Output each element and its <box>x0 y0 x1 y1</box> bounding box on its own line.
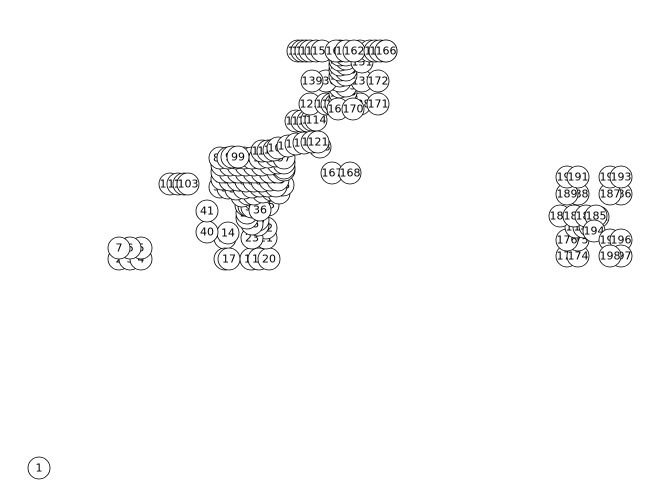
graph-node: 99 <box>226 145 250 169</box>
graph-node: 121 <box>306 130 330 154</box>
node-label: 41 <box>200 205 214 218</box>
graph-node: 174 <box>566 244 590 268</box>
graph-node: 168 <box>338 161 362 185</box>
graph-node: 162 <box>342 39 366 63</box>
node-circle <box>566 165 590 189</box>
node-label: 174 <box>568 250 589 263</box>
node-label: 14 <box>221 227 235 240</box>
node-label: 7 <box>116 242 123 255</box>
graph-node: 196 <box>609 228 633 252</box>
node-label: 20 <box>262 253 276 266</box>
node-label: 189 <box>557 188 578 201</box>
node-label: 170 <box>343 103 364 116</box>
node-label: 196 <box>611 234 632 247</box>
node-label: 194 <box>584 225 605 238</box>
node-circle <box>27 456 51 480</box>
node-label: 166 <box>376 45 397 58</box>
graph-node: 7 <box>107 236 131 260</box>
node-circle <box>107 236 131 260</box>
node-label: 139 <box>302 75 323 88</box>
node-label: 168 <box>340 167 361 180</box>
node-label: 198 <box>600 250 621 263</box>
graph-node: 171 <box>366 92 390 116</box>
graph-node: 17 <box>217 247 241 271</box>
node-circle <box>338 161 362 185</box>
node-label: 114 <box>306 114 327 127</box>
node-label: 187 <box>600 188 621 201</box>
node-label: 172 <box>368 75 389 88</box>
node-label: 99 <box>231 151 245 164</box>
graph-node: 20 <box>257 247 281 271</box>
node-label: 193 <box>611 171 632 184</box>
graph-node: 172 <box>366 69 390 93</box>
graph-node: 170 <box>341 97 365 121</box>
node-circle <box>176 172 200 196</box>
graph-node: 193 <box>609 165 633 189</box>
graph-node: 167 <box>320 161 344 185</box>
graph-node: 14 <box>216 221 240 245</box>
graph-node: 198 <box>598 244 622 268</box>
node-label: 17 <box>222 253 236 266</box>
node-label: 36 <box>253 204 267 217</box>
node-label: 167 <box>322 167 343 180</box>
node-circle <box>374 39 398 63</box>
graph-node: 103 <box>176 172 200 196</box>
graph-node: 1 <box>27 456 51 480</box>
node-label: 103 <box>178 178 199 191</box>
graph-node: 166 <box>374 39 398 63</box>
node-label: 121 <box>308 136 329 149</box>
node-circle <box>306 130 330 154</box>
node-label: 185 <box>586 210 607 223</box>
node-circle <box>609 165 633 189</box>
graph-node: 187 <box>598 182 622 206</box>
node-circle <box>226 145 250 169</box>
node-label: 1 <box>36 462 43 475</box>
graph-node: 139 <box>300 69 324 93</box>
graph-node: 41 <box>195 199 219 223</box>
node-label: 171 <box>368 98 389 111</box>
graph-node: 40 <box>195 220 219 244</box>
nodes-layer: 1234567151617181920142122232425262728404… <box>27 39 633 480</box>
node-label: 191 <box>568 171 589 184</box>
node-circle <box>366 92 390 116</box>
node-label: 40 <box>200 226 214 239</box>
node-circle <box>598 244 622 268</box>
node-circle <box>195 199 219 223</box>
graph-node: 189 <box>555 182 579 206</box>
node-circle <box>300 69 324 93</box>
node-label: 162 <box>344 45 365 58</box>
graph-node: 191 <box>566 165 590 189</box>
node-circle <box>366 69 390 93</box>
node-circle <box>341 97 365 121</box>
